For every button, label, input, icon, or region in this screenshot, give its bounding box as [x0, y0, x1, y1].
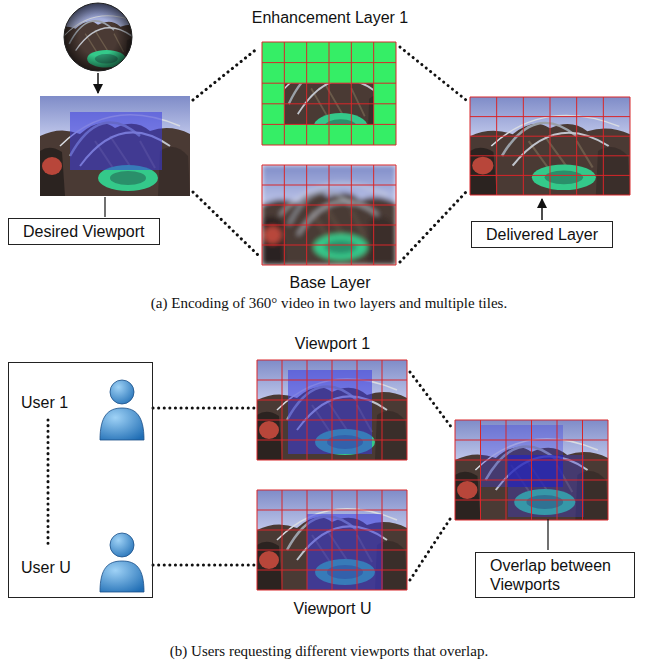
input-frame	[40, 96, 190, 196]
layer-heading: Base Layer	[290, 273, 371, 292]
callout-text: Delivered Layer	[486, 225, 598, 244]
viewport-1-image	[257, 360, 407, 460]
dotted-connector	[153, 407, 255, 410]
leader-line	[104, 197, 105, 217]
viewport-heading: Viewport 1	[295, 334, 370, 353]
user-group-box: User 1 User U	[8, 362, 153, 598]
callout-text: Desired Viewport	[23, 222, 145, 241]
viewport-image: Viewport 1	[255, 334, 410, 462]
callout-text: Overlap between Viewports	[490, 556, 620, 594]
figure-caption: (b) Users requesting different viewports…	[170, 642, 488, 660]
layer-heading: Enhancement Layer 1	[252, 8, 409, 27]
overlap-image	[455, 420, 608, 520]
figure-caption: (a) Encoding of 360° video in two layers…	[151, 294, 507, 312]
viewport-u-image	[257, 490, 407, 590]
projection-arrow	[97, 73, 99, 93]
viewport-image: Viewport U	[255, 488, 410, 618]
layer-image: Base Layer	[250, 162, 410, 292]
dotted-connector	[153, 564, 255, 567]
viewport-heading: Viewport U	[294, 599, 372, 618]
caption-holder: (b) Users requesting different viewports…	[170, 642, 488, 660]
callout-box: Delivered Layer	[471, 221, 613, 248]
user-label: User 1	[21, 393, 68, 412]
enhancement-layer-image	[262, 42, 396, 145]
leader-line	[547, 519, 548, 550]
user-icons	[100, 380, 144, 592]
base-layer-image	[262, 165, 396, 265]
pointer-arrow	[541, 199, 543, 220]
callout-box: Desired Viewport	[8, 218, 160, 245]
layer-image: Enhancement Layer 1	[250, 8, 410, 148]
caption-holder: (a) Encoding of 360° video in two layers…	[151, 294, 507, 312]
callout-box: Overlap between Viewports	[475, 552, 635, 598]
user-label: User U	[21, 558, 71, 577]
delivered-layer-image	[470, 97, 630, 195]
sphere-360	[50, 3, 146, 71]
